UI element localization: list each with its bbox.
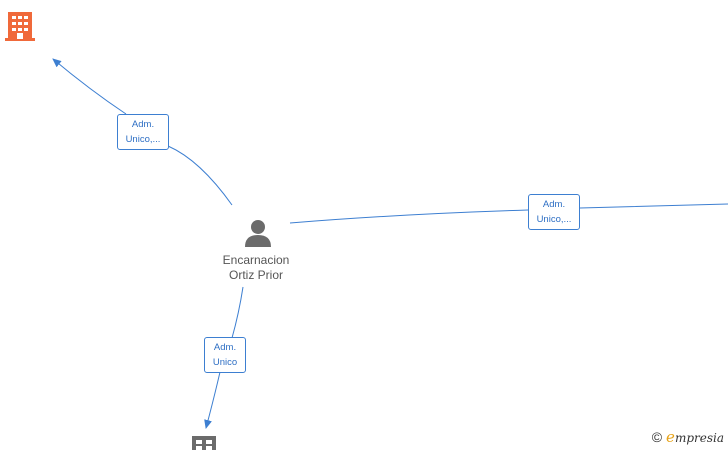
edge-label-top[interactable]: Adm. Unico,... — [117, 114, 169, 150]
brand-watermark: © empresia — [652, 428, 724, 446]
edge-label-bottom[interactable]: Adm. Unico — [204, 337, 246, 373]
building-icon[interactable] — [5, 12, 35, 41]
building-icon[interactable] — [192, 436, 216, 450]
edge-label-line: Unico,... — [125, 134, 161, 145]
copyright-symbol: © — [651, 429, 663, 445]
person-name-line1: Encarnacion — [222, 253, 290, 267]
edge-to-bottom-company — [206, 286, 244, 428]
edge-label-line: Adm. — [131, 119, 155, 130]
logo-rest: mpresia — [674, 431, 724, 445]
edge-to-right-company — [289, 203, 728, 224]
edge-label-line: Adm. — [213, 342, 237, 353]
person-icon[interactable] — [245, 220, 271, 247]
person-name-line2: Ortiz Prior — [229, 268, 283, 282]
edge-to-top-company — [53, 59, 233, 206]
person-name[interactable]: Encarnacion Ortiz Prior — [206, 253, 306, 283]
logo-initial: e — [666, 428, 675, 446]
edge-label-line: Unico,... — [536, 214, 572, 225]
edge-label-right[interactable]: Adm. Unico,... — [528, 194, 580, 230]
edge-label-line: Unico — [212, 357, 238, 368]
edge-label-line: Adm. — [542, 199, 566, 210]
empresia-logo: empresia — [666, 428, 724, 446]
